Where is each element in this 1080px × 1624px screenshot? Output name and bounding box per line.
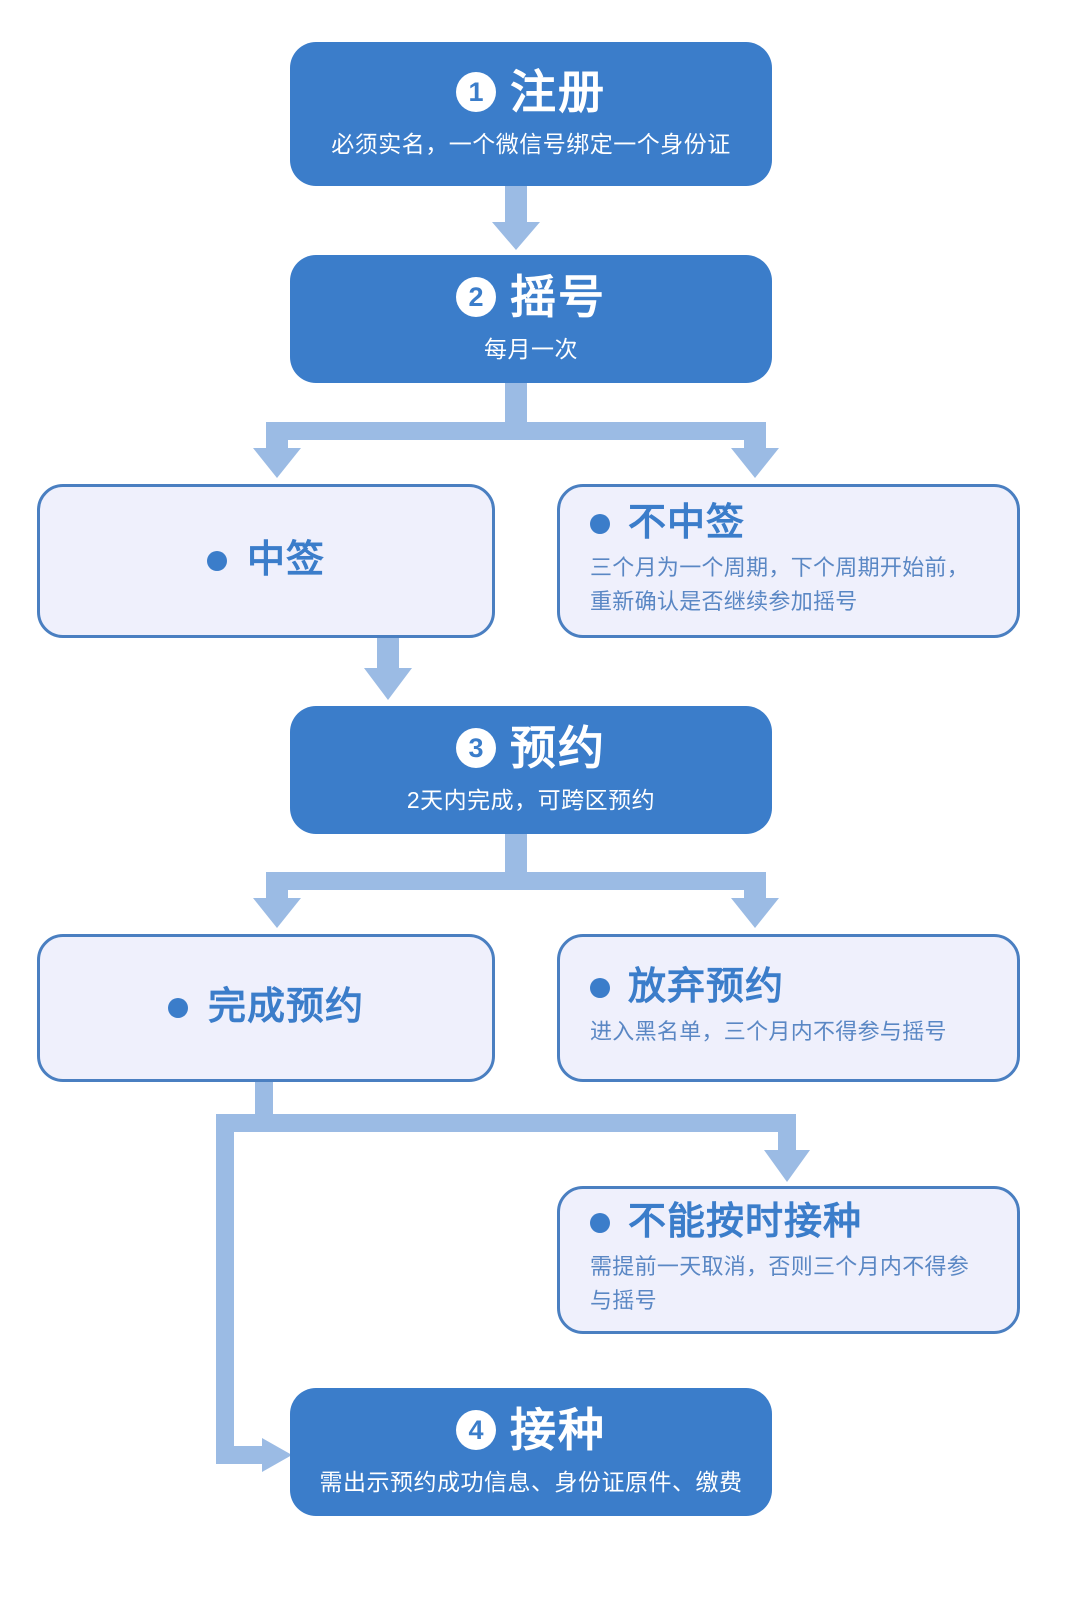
step-2-subtitle: 每月一次 [484, 335, 578, 362]
step-3-title: 3 预约 [456, 722, 606, 775]
outcome-lottery-miss-header: 不中签 [590, 502, 987, 545]
edge-step1-step2 [492, 185, 540, 250]
step-3-heading: 预约 [510, 722, 606, 775]
step-3-number-badge: 3 [456, 728, 496, 769]
outcome-cannot-attend-desc: 需提前一天取消，否则三个月内不得参与摇号 [590, 1253, 970, 1313]
step-2-title: 2 摇号 [456, 271, 606, 324]
step-3-appointment[interactable]: 3 预约 2天内完成，可跨区预约 [290, 706, 772, 834]
outcome-cannot-attend-header: 不能按时接种 [590, 1201, 987, 1244]
outcome-appointment-abandon[interactable]: 放弃预约 进入黑名单，三个月内不得参与摇号 [557, 934, 1020, 1082]
edge-booked-step4 [216, 1114, 292, 1472]
edge-hit-step3 [364, 638, 412, 700]
outcome-lottery-miss-desc: 三个月为一个周期，下个周期开始前，重新确认是否继续参加摇号 [590, 554, 970, 614]
edge-step2-split [253, 383, 779, 478]
outcome-appointment-complete[interactable]: 完成预约 [37, 934, 495, 1082]
outcome-cannot-attend-heading: 不能按时接种 [628, 1201, 863, 1243]
bullet-icon [206, 550, 227, 571]
step-4-number-badge: 4 [456, 1410, 496, 1451]
step-2-heading: 摇号 [510, 271, 606, 324]
outcome-lottery-miss[interactable]: 不中签 三个月为一个周期，下个周期开始前，重新确认是否继续参加摇号 [557, 484, 1020, 638]
edge-booked-late [216, 1082, 810, 1182]
outcome-appointment-abandon-header: 放弃预约 [590, 966, 987, 1009]
outcome-appointment-complete-heading: 完成预约 [207, 986, 364, 1029]
step-2-number-badge: 2 [456, 277, 496, 318]
outcome-lottery-win-inner: 中签 [206, 539, 325, 582]
step-2-lottery[interactable]: 2 摇号 每月一次 [290, 255, 772, 383]
step-4-subtitle: 需出示预约成功信息、身份证原件、缴费 [319, 1468, 743, 1495]
step-1-title: 1 注册 [456, 66, 606, 119]
step-1-register[interactable]: 1 注册 必须实名，一个微信号绑定一个身份证 [290, 42, 772, 186]
bullet-icon [167, 997, 188, 1018]
step-4-heading: 接种 [510, 1404, 606, 1457]
bullet-icon [590, 1212, 610, 1233]
step-1-heading: 注册 [510, 66, 606, 119]
edge-step3-split [253, 833, 779, 928]
outcome-appointment-abandon-desc: 进入黑名单，三个月内不得参与摇号 [590, 1018, 947, 1044]
outcome-appointment-complete-inner: 完成预约 [167, 986, 364, 1029]
outcome-lottery-win[interactable]: 中签 [37, 484, 495, 638]
step-4-title: 4 接种 [456, 1404, 606, 1457]
step-1-number-badge: 1 [456, 72, 496, 113]
step-3-subtitle: 2天内完成，可跨区预约 [406, 786, 656, 813]
step-1-subtitle: 必须实名，一个微信号绑定一个身份证 [331, 130, 731, 157]
outcome-cannot-attend-on-time[interactable]: 不能按时接种 需提前一天取消，否则三个月内不得参与摇号 [557, 1186, 1020, 1334]
outcome-appointment-abandon-heading: 放弃预约 [628, 966, 785, 1009]
bullet-icon [590, 977, 610, 998]
outcome-lottery-win-heading: 中签 [246, 539, 325, 582]
bullet-icon [590, 513, 610, 534]
outcome-lottery-miss-heading: 不中签 [628, 502, 746, 544]
step-4-vaccination[interactable]: 4 接种 需出示预约成功信息、身份证原件、缴费 [290, 1388, 772, 1516]
